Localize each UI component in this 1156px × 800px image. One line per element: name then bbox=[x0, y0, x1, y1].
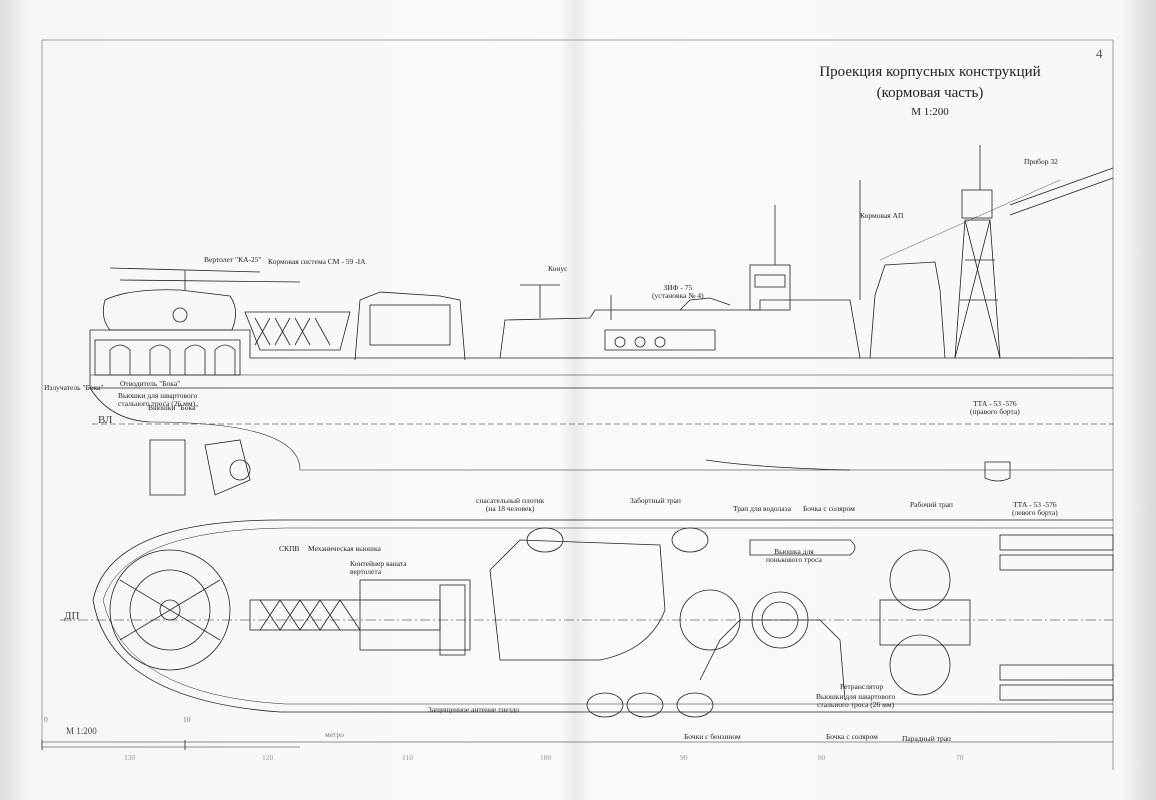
side-hangar bbox=[94, 339, 241, 376]
aft-mast-side bbox=[869, 145, 1114, 359]
rudder-propeller bbox=[149, 439, 251, 496]
frame-number: 80 bbox=[818, 753, 826, 762]
scale-tick-10: 10 bbox=[183, 715, 191, 724]
label-zif: ЗИФ - 75 (установка № 4) bbox=[652, 284, 704, 300]
label-tta-left-line1: ТТА - 53 -576 bbox=[1013, 500, 1057, 509]
label-tta-left: ТТА - 53 -576 (левого борта) bbox=[1012, 501, 1058, 517]
frame-number: 100 bbox=[540, 753, 552, 762]
side-view-hull bbox=[89, 329, 1113, 482]
label-centerline: ДП bbox=[64, 610, 80, 622]
label-container: Контейнер ваната вертолета bbox=[350, 560, 407, 576]
deck-equipment-plan bbox=[249, 539, 971, 701]
title-line-2: (кормовая часть) bbox=[876, 85, 984, 101]
frame-number: 90 bbox=[680, 753, 688, 762]
helipad-plan bbox=[109, 549, 231, 671]
frame-number: 110 bbox=[402, 753, 413, 762]
label-diesel-barrel-bottom: Бочка с соляром bbox=[826, 732, 878, 741]
superstructure-side bbox=[499, 180, 861, 359]
label-zif-line2: (установка № 4) bbox=[652, 291, 704, 300]
label-petrol-barrels: Бочки с бензином bbox=[684, 732, 741, 741]
label-emitter: Излучатель "Бока" bbox=[44, 383, 104, 392]
label-liferaft-line2: (на 18 человек) bbox=[485, 504, 535, 513]
label-winch2: Вьюшки для швартового стального троса (2… bbox=[816, 693, 895, 709]
scale-tick-0: 0 bbox=[44, 715, 48, 724]
label-diver-ladder: Трап для водолаза bbox=[733, 504, 791, 513]
label-tow-winch-line1: Вьюшка для bbox=[774, 547, 814, 556]
label-winch-line1: Вьюшки для швартового bbox=[118, 391, 198, 400]
label-tow-winch: Вьюшка для понькового троса bbox=[766, 548, 822, 564]
label-aft-ap: Кормовая АП bbox=[860, 211, 904, 220]
liferafts-plan bbox=[526, 527, 856, 718]
label-cone: Конус bbox=[548, 264, 568, 273]
torpedo-tubes-plan bbox=[999, 534, 1114, 701]
label-container-line2: вертолета bbox=[350, 567, 382, 576]
label-liferaft: спасательный плотик (на 18 человек) bbox=[476, 497, 544, 513]
frame-number: 70 bbox=[956, 753, 964, 762]
plan-view-hull bbox=[60, 519, 1113, 713]
scale-bar-lines bbox=[41, 740, 1113, 750]
title-scale: М 1:200 bbox=[911, 106, 949, 118]
missile-launcher-side bbox=[244, 291, 466, 361]
label-parade-ladder: Парадный трап bbox=[902, 734, 951, 743]
label-waterline: ВЛ bbox=[98, 414, 113, 426]
label-board-ladder: Забортный трап bbox=[630, 496, 681, 505]
label-container-line1: Контейнер ваната bbox=[350, 559, 407, 568]
label-tta-right-line2: (правого борта) bbox=[970, 407, 1020, 416]
label-winch-boka: Вьюшки "Бока" bbox=[148, 403, 199, 412]
drawing-title: Проекция корпусных конструкций (кормовая… bbox=[810, 64, 1050, 118]
label-mech-winch: Механическая вьюшка bbox=[308, 544, 381, 553]
frame-number: 120 bbox=[262, 753, 274, 762]
helicopter-silhouette bbox=[102, 267, 301, 331]
scale-unit: метро bbox=[325, 730, 344, 739]
label-zif-line1: ЗИФ - 75 bbox=[663, 283, 693, 292]
label-repeater: Ретранслятор bbox=[840, 682, 884, 691]
label-winch2-line1: Вьюшки для швартового bbox=[816, 692, 896, 701]
label-aft-system: Кормовая система СМ - 59 -IA bbox=[268, 257, 366, 266]
scale-label: М 1:200 bbox=[66, 726, 97, 736]
label-device: Прибор 32 bbox=[1024, 157, 1058, 166]
label-helicopter: Вертолет "КА-25" bbox=[204, 255, 262, 264]
label-liferaft-line1: спасательный плотик bbox=[476, 496, 545, 505]
label-antenna-socket: Защищенное антенне гнездо bbox=[428, 705, 520, 714]
label-winch-line2: стального троса (26 мм) bbox=[118, 399, 196, 408]
title-line-1: Проекция корпусных конструкций bbox=[819, 64, 1041, 80]
frame-number: 130 bbox=[124, 753, 136, 762]
label-winch: Вьюшки для швартового стального троса (2… bbox=[118, 392, 197, 408]
label-tta-left-line2: (левого борта) bbox=[1012, 508, 1058, 517]
page-number: 4 bbox=[1096, 46, 1103, 61]
label-tow-winch-line2: понькового троса bbox=[766, 555, 822, 564]
label-skpv: СКПВ bbox=[279, 544, 300, 553]
label-winch2-line2: стального троса (26 мм) bbox=[817, 700, 895, 709]
label-work-ladder: Рабочий трап bbox=[910, 500, 953, 509]
label-diesel-barrel-top: Бочка с соляром bbox=[803, 504, 855, 513]
label-diverter: Отводитель "Бока" bbox=[120, 379, 181, 388]
label-tta-right: ТТА - 53 -576 (правого борта) bbox=[970, 400, 1020, 416]
label-tta-right-line1: ТТА - 53 -576 bbox=[973, 399, 1017, 408]
